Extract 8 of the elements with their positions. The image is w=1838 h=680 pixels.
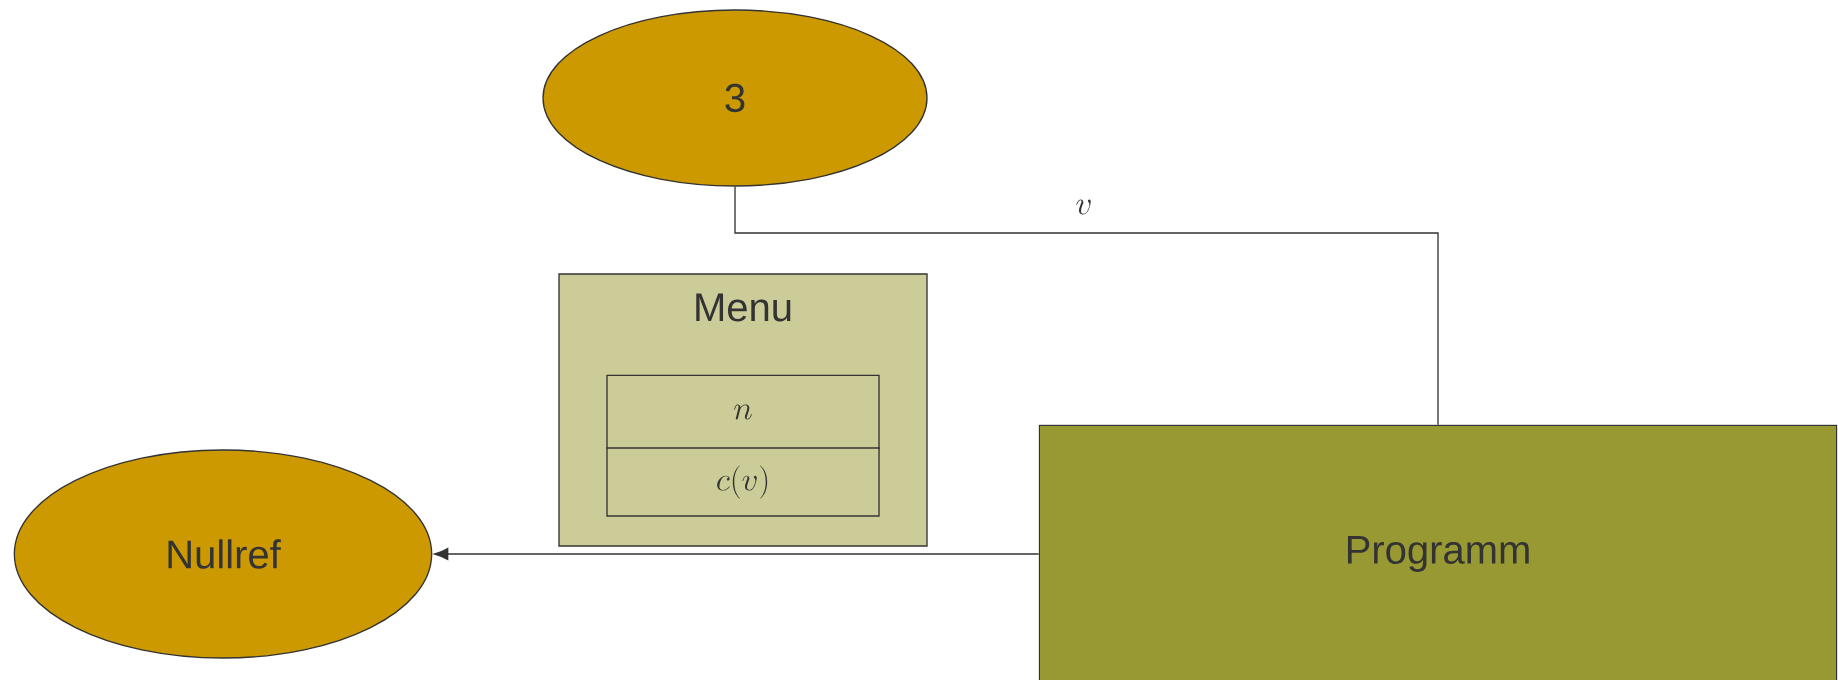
edge-label: $v$ bbox=[1074, 198, 1094, 216]
connector bbox=[434, 547, 1040, 561]
connector bbox=[734, 186, 1439, 426]
table-cell: $c(v)$ bbox=[606, 447, 880, 517]
oval-node: 3 bbox=[542, 9, 928, 187]
program-box: Programm bbox=[1038, 424, 1838, 680]
table-cell: $n$ bbox=[606, 374, 880, 450]
oval-node: Nullref bbox=[13, 449, 433, 659]
